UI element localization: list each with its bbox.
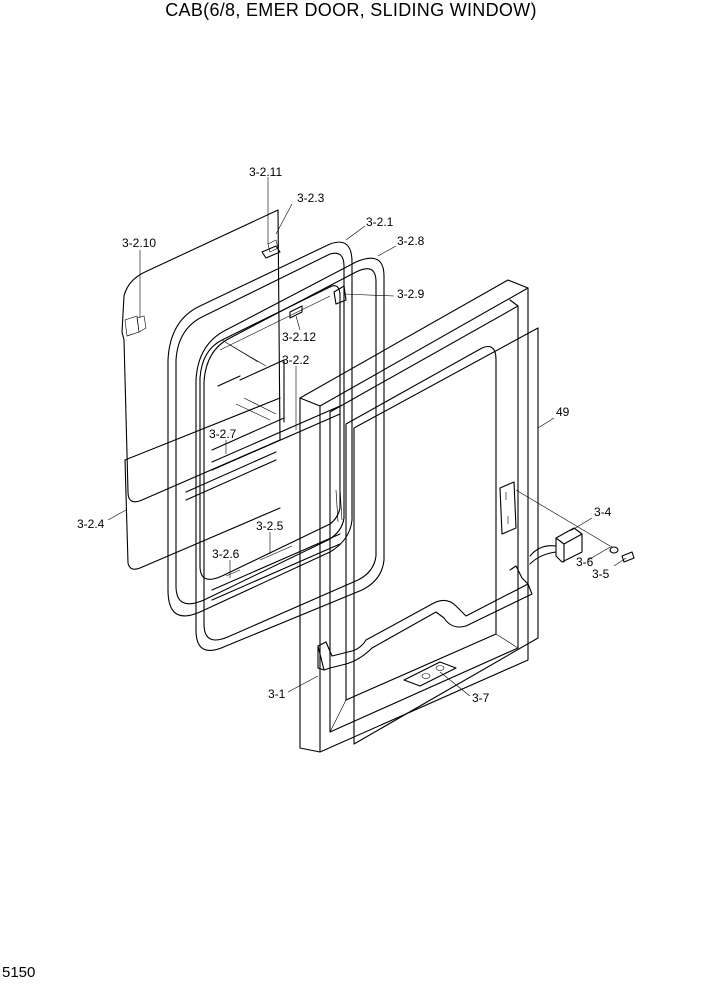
label-3-2-6: 3-2.6 bbox=[212, 547, 240, 561]
label-3-2-2: 3-2.2 bbox=[282, 353, 310, 367]
label-3-4: 3-4 bbox=[594, 505, 612, 519]
label-3-2-11: 3-2.11 bbox=[249, 165, 282, 179]
page-number: 5150 bbox=[2, 964, 36, 981]
label-3-2-9: 3-2.9 bbox=[397, 287, 425, 301]
label-3-2-4: 3-2.4 bbox=[77, 517, 105, 531]
label-3-2-3: 3-2.3 bbox=[297, 191, 325, 205]
label-3-5: 3-5 bbox=[592, 567, 610, 581]
leader-lines bbox=[107, 177, 627, 697]
label-3-6: 3-6 bbox=[576, 555, 594, 569]
label-3-2-12: 3-2.12 bbox=[282, 330, 316, 344]
label-3-2-10: 3-2.10 bbox=[122, 236, 156, 250]
label-3-2-5: 3-2.5 bbox=[256, 519, 284, 533]
label-3-2-1: 3-2.1 bbox=[366, 215, 394, 229]
door-latch-assembly bbox=[529, 527, 635, 565]
latch-part bbox=[261, 239, 281, 259]
door-frame bbox=[299, 279, 533, 753]
label-3-7: 3-7 bbox=[472, 691, 490, 705]
window-frame bbox=[167, 241, 353, 617]
callout-labels: 3-2.11 3-2.3 3-2.1 3-2.10 3-2.8 3-2.9 3-… bbox=[77, 165, 612, 705]
label-3-2-7: 3-2.7 bbox=[209, 427, 237, 441]
page-title: CAB(6/8, EMER DOOR, SLIDING WINDOW) bbox=[165, 0, 537, 20]
label-3-2-8: 3-2.8 bbox=[397, 234, 425, 248]
window-glass-and-rails bbox=[185, 295, 341, 601]
pins bbox=[289, 285, 347, 319]
label-3-1: 3-1 bbox=[268, 687, 286, 701]
door-glass-pane bbox=[353, 327, 539, 745]
sliding-glass-panel bbox=[121, 209, 281, 570]
rubber-seal bbox=[195, 257, 385, 651]
label-49: 49 bbox=[556, 405, 570, 419]
